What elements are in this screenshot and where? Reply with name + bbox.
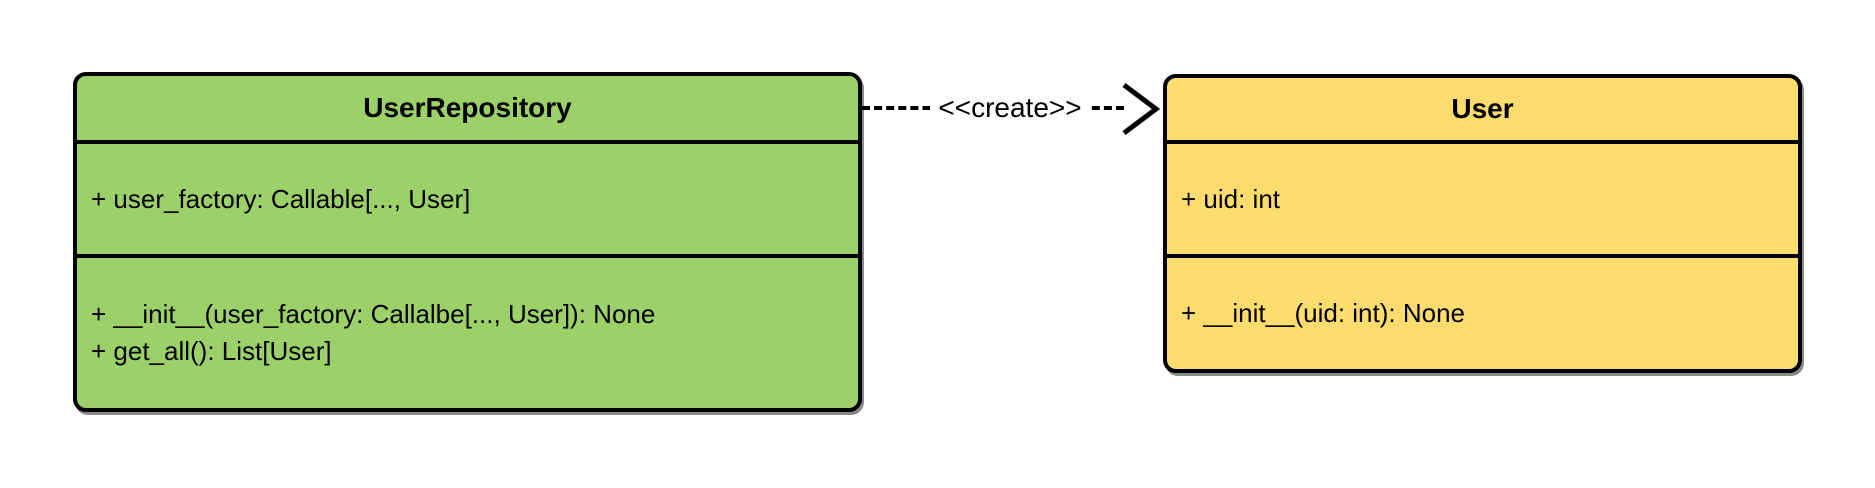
class-box-userrepository: UserRepository + user_factory: Callable[… <box>73 72 862 412</box>
attribute-user-factory: + user_factory: Callable[..., User] <box>91 183 471 214</box>
class-box-user: User + uid: int + __init__(uid: int): No… <box>1163 74 1802 373</box>
methods-compartment-userrepository: + __init__(user_factory: Callalbe[..., U… <box>77 258 858 408</box>
attribute-uid: + uid: int <box>1181 183 1281 214</box>
open-arrowhead-icon <box>1122 83 1161 135</box>
class-name-label: UserRepository <box>363 92 572 123</box>
method-get-all: + get_all(): List[User] <box>91 336 332 366</box>
class-title-userrepository: UserRepository <box>77 76 858 144</box>
method-init: + __init__(user_factory: Callalbe[..., U… <box>91 299 656 329</box>
class-name-label: User <box>1451 93 1514 124</box>
attributes-compartment-user: + uid: int <box>1167 144 1798 258</box>
create-stereotype-label: <<create>> <box>930 91 1090 125</box>
methods-compartment-user: + __init__(uid: int): None <box>1167 258 1798 369</box>
method-init: + __init__(uid: int): None <box>1181 298 1466 328</box>
attributes-compartment-userrepository: + user_factory: Callable[..., User] <box>77 144 858 258</box>
class-title-user: User <box>1167 78 1798 144</box>
